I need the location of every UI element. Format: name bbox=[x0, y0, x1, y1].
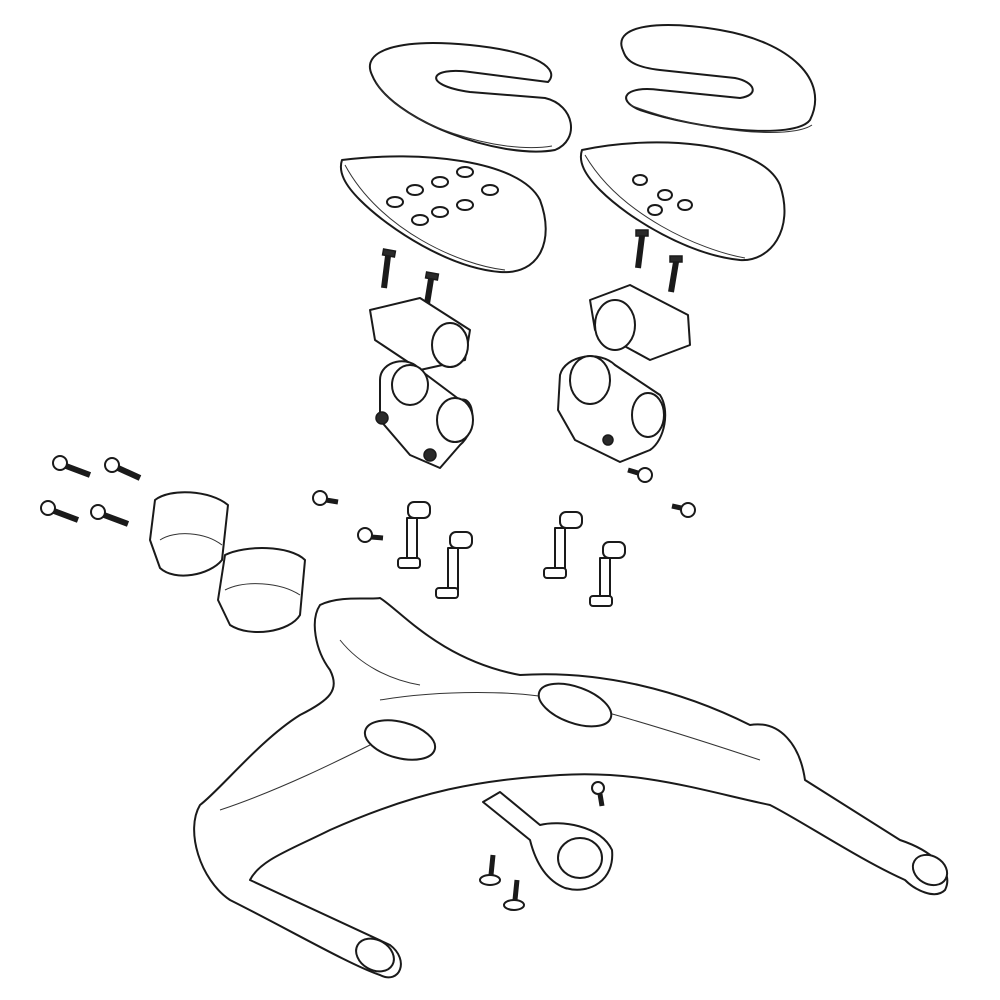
right-extension-clamp bbox=[557, 284, 691, 463]
right-arm-cup bbox=[580, 141, 786, 262]
cup-bolts bbox=[381, 229, 683, 311]
right-arm-pad bbox=[620, 24, 816, 133]
computer-mount bbox=[482, 791, 614, 891]
mount-screws bbox=[479, 781, 605, 911]
small-screws bbox=[312, 467, 696, 543]
stem-faceplate-lower bbox=[217, 547, 306, 633]
mounting-holes bbox=[386, 166, 499, 226]
stem-bolts bbox=[40, 455, 142, 527]
left-arm-cup bbox=[340, 155, 547, 274]
left-extension-clamp bbox=[369, 297, 474, 469]
left-arm-pad bbox=[369, 42, 572, 153]
stem-faceplate-upper bbox=[149, 491, 229, 577]
extension-bolts bbox=[397, 501, 626, 607]
base-bar bbox=[193, 597, 949, 979]
